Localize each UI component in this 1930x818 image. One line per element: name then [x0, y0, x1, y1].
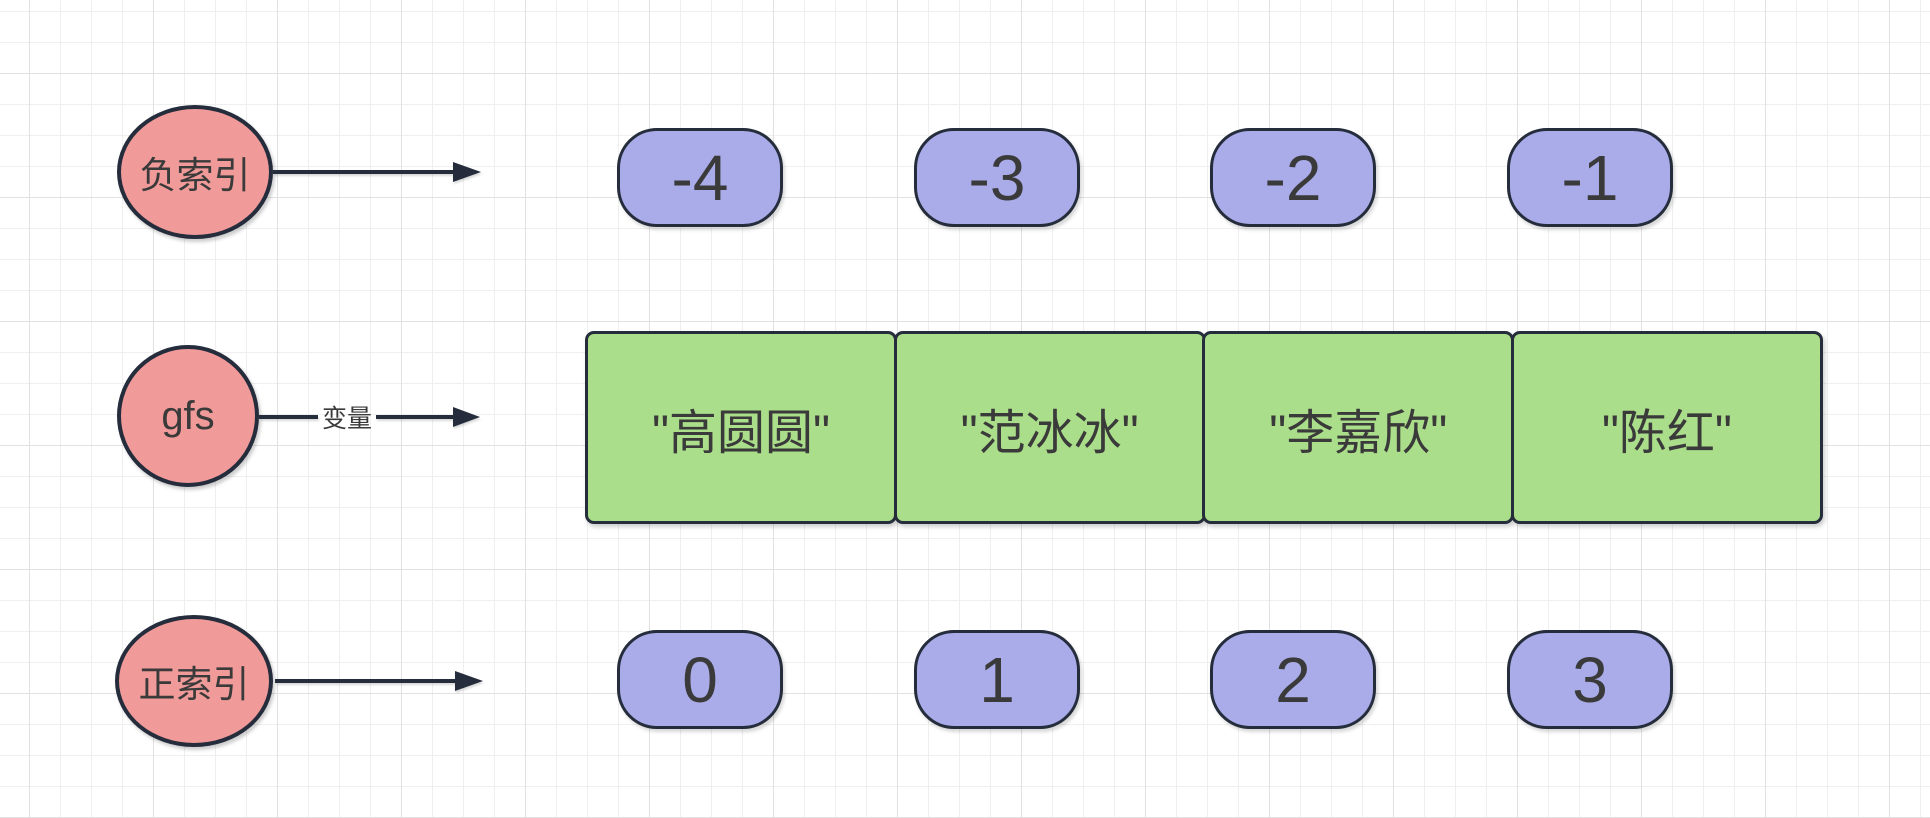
- list-cell-2[interactable]: "李嘉欣": [1202, 331, 1515, 524]
- arrow-head-icon: [455, 671, 483, 691]
- arrow-head-icon: [453, 407, 480, 427]
- positive-index-node[interactable]: 正索引: [115, 615, 273, 747]
- list-container: "高圆圆" "范冰冰" "李嘉欣" "陈红": [585, 331, 1823, 524]
- positive-index-pill-1[interactable]: 1: [914, 630, 1080, 729]
- negative-index-pill-1[interactable]: -3: [914, 128, 1080, 227]
- pill-value: -2: [1264, 141, 1322, 214]
- variable-arrow-label: 变量: [321, 405, 372, 433]
- pill-value: -4: [671, 141, 729, 214]
- list-cell-0[interactable]: "高圆圆": [585, 331, 898, 524]
- positive-index-pill-3[interactable]: 3: [1507, 630, 1673, 729]
- negative-index-node[interactable]: 负索引: [117, 105, 273, 239]
- negative-index-arrow[interactable]: [272, 154, 484, 190]
- variable-arrow[interactable]: [258, 399, 483, 435]
- variable-node[interactable]: gfs: [117, 345, 259, 487]
- pill-value: -3: [968, 141, 1026, 214]
- pill-value: 3: [1572, 643, 1608, 716]
- cell-value: "陈红": [1601, 406, 1732, 460]
- cell-value: "高圆圆": [652, 406, 831, 460]
- arrow-head-icon: [453, 162, 481, 182]
- positive-index-arrow[interactable]: [274, 663, 486, 699]
- pill-value: 1: [979, 643, 1015, 716]
- positive-index-pill-2[interactable]: 2: [1210, 630, 1376, 729]
- list-cell-3[interactable]: "陈红": [1510, 331, 1823, 524]
- pill-value: 0: [682, 643, 718, 716]
- pill-value: 2: [1275, 643, 1311, 716]
- positive-index-label: 正索引: [138, 664, 250, 705]
- negative-index-pill-3[interactable]: -1: [1507, 128, 1673, 227]
- cell-value: "范冰冰": [960, 406, 1139, 460]
- positive-index-pill-0[interactable]: 0: [617, 630, 783, 729]
- variable-name-label: gfs: [161, 393, 215, 438]
- list-cell-1[interactable]: "范冰冰": [893, 331, 1206, 524]
- cell-value: "李嘉欣": [1269, 406, 1448, 460]
- pill-value: -1: [1561, 141, 1619, 214]
- negative-index-label: 负索引: [139, 155, 251, 196]
- negative-index-pill-0[interactable]: -4: [617, 128, 783, 227]
- negative-index-pill-2[interactable]: -2: [1210, 128, 1376, 227]
